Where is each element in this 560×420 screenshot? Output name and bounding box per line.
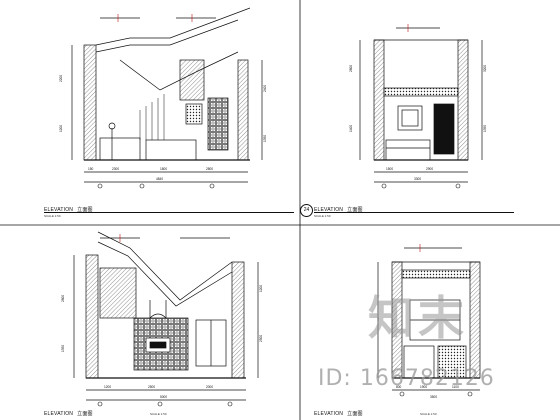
elevation-view-d [377,247,481,391]
elevation-view-c [73,231,259,401]
elevation-view-b [359,27,483,183]
dim-a-b3: 2800 [206,167,213,171]
dim-a-l1: 1200 [59,125,63,132]
caption-view-d-cn: 立面图 [347,411,363,417]
watermark-id: ID: 166782126 [318,366,495,391]
scale-view-b: SCALE 1:50 [314,214,331,218]
elevation-view-a-markers [97,183,215,189]
dim-c-b1: 2500 [148,385,155,389]
dim-c-l1: 1350 [61,345,65,352]
dim-b-l1: 1400 [349,125,353,132]
dim-a-b4: 4840 [156,177,163,181]
dim-a-r0: 2400 [263,85,267,92]
caption-view-d-text: ELEVATION [314,411,344,417]
scale-view-d: SCALE 1:50 [420,412,437,416]
caption-rule-b [314,212,514,213]
dimension-labels: 150 2300 1800 2800 4840 2200 1200 2400 1… [59,65,487,399]
scale-view-c: SCALE 1:50 [150,412,167,416]
dim-b-b2: 3300 [414,177,421,181]
dim-d-b2: 1100 [452,385,459,389]
dim-a-b1: 2300 [112,167,119,171]
dim-a-b0: 150 [88,167,94,171]
dim-c-l0: 2800 [61,295,65,302]
dim-a-b2: 1800 [160,167,167,171]
dim-d-b0: 800 [396,385,402,389]
dim-b-l0: 2800 [349,65,353,72]
dim-c-b0: 1200 [104,385,111,389]
dim-b-r1: 1350 [483,125,487,132]
elevation-view-b-markers [381,183,461,189]
caption-view-a-text: ELEVATION [44,207,74,213]
caption-view-c-text: ELEVATION [44,411,74,417]
elevation-view-c-markers [97,401,233,407]
elevation-view-a [71,7,263,183]
dim-c-b3: 5000 [160,395,167,399]
dim-b-b1: 2900 [426,167,433,171]
dim-d-b3: 3500 [430,395,437,399]
dim-c-r0: 1200 [259,285,263,292]
caption-view-a-cn: 立面图 [77,207,93,213]
annotation-accents [117,14,421,252]
dim-a-r1: 1350 [263,135,267,142]
dim-d-b1: 1900 [420,385,427,389]
scale-view-a: SCALE 1:50 [44,214,61,218]
dim-c-b2: 2000 [206,385,213,389]
dim-a-l0: 2200 [59,75,63,82]
watermark-logo: 知末 [368,291,468,345]
dim-c-r1: 2500 [259,335,263,342]
dim-b-b0: 1500 [386,167,393,171]
dim-b-r0: 3200 [483,65,487,72]
caption-rule-a [44,212,294,213]
caption-view-c-cn: 立面图 [77,411,93,417]
caption-view-b-cn: 立面图 [347,207,363,213]
caption-view-b-text: ELEVATION [314,207,344,213]
elevation-view-d-markers [399,391,473,397]
view-number-badge: 24 [300,204,313,217]
